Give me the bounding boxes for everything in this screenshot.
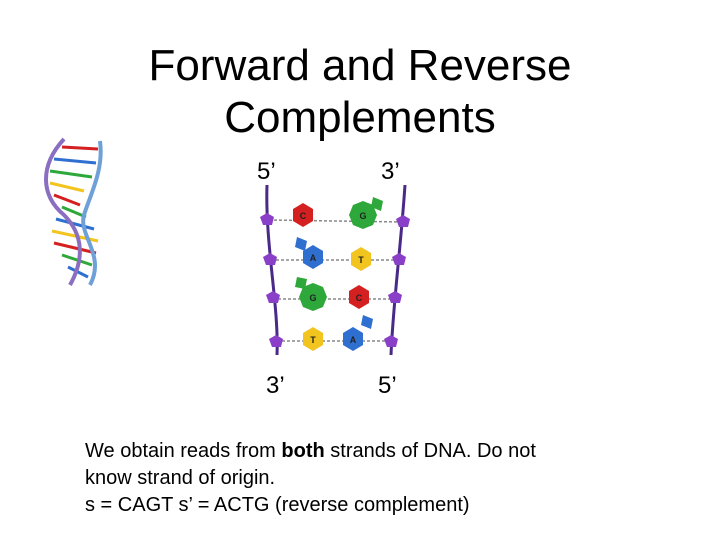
base-a-ring-icon	[361, 315, 373, 329]
base-letter: T	[310, 335, 316, 345]
title-line-1: Forward and Reverse	[0, 40, 720, 92]
phosphate-icon	[269, 335, 283, 347]
base-letter: G	[359, 211, 366, 221]
body-line-3: s = CAGT s’ = ACTG (reverse complement)	[85, 492, 685, 519]
base-letter: A	[310, 253, 317, 263]
base-letter: A	[350, 335, 357, 345]
base-pair-4: T A	[303, 315, 373, 351]
base-letter: C	[356, 293, 363, 303]
base-letter: G	[309, 293, 316, 303]
phosphate-icon	[388, 291, 402, 303]
label-5prime-bottom: 5’	[378, 372, 397, 400]
slide-title: Forward and Reverse Complements	[0, 40, 720, 144]
base-letter: T	[358, 255, 364, 265]
body-line-1: We obtain reads from both strands of DNA…	[85, 438, 685, 465]
dna-helix-image	[40, 135, 115, 290]
body-line-2: know strand of origin.	[85, 465, 685, 492]
slide-body-text: We obtain reads from both strands of DNA…	[85, 438, 685, 519]
phosphate-icon	[396, 215, 410, 227]
body-line-1-start: We obtain reads from	[85, 440, 281, 462]
phosphate-icon	[260, 213, 274, 225]
label-3prime-top: 3’	[381, 158, 400, 186]
base-g-ring-icon	[295, 277, 307, 289]
body-line-1-bold: both	[281, 440, 324, 462]
label-3prime-bottom: 3’	[266, 372, 285, 400]
left-backbone	[267, 185, 277, 355]
label-5prime-top: 5’	[257, 158, 276, 186]
base-pair-1: C G	[293, 197, 383, 229]
helix-rungs	[50, 147, 98, 277]
right-backbone	[391, 185, 405, 355]
dna-ladder-diagram: C G A T G C T A	[255, 185, 415, 365]
phosphate-icon	[263, 253, 277, 265]
phosphate-icon	[266, 291, 280, 303]
phosphate-icon	[392, 253, 406, 265]
phosphate-icon	[384, 335, 398, 347]
base-a-ring-icon	[295, 237, 307, 251]
base-pair-2: A T	[295, 237, 371, 271]
base-pair-3: G C	[295, 277, 369, 311]
hydrogen-bond	[269, 220, 403, 222]
body-line-1-end: strands of DNA. Do not	[325, 440, 536, 462]
base-letter: C	[300, 211, 307, 221]
